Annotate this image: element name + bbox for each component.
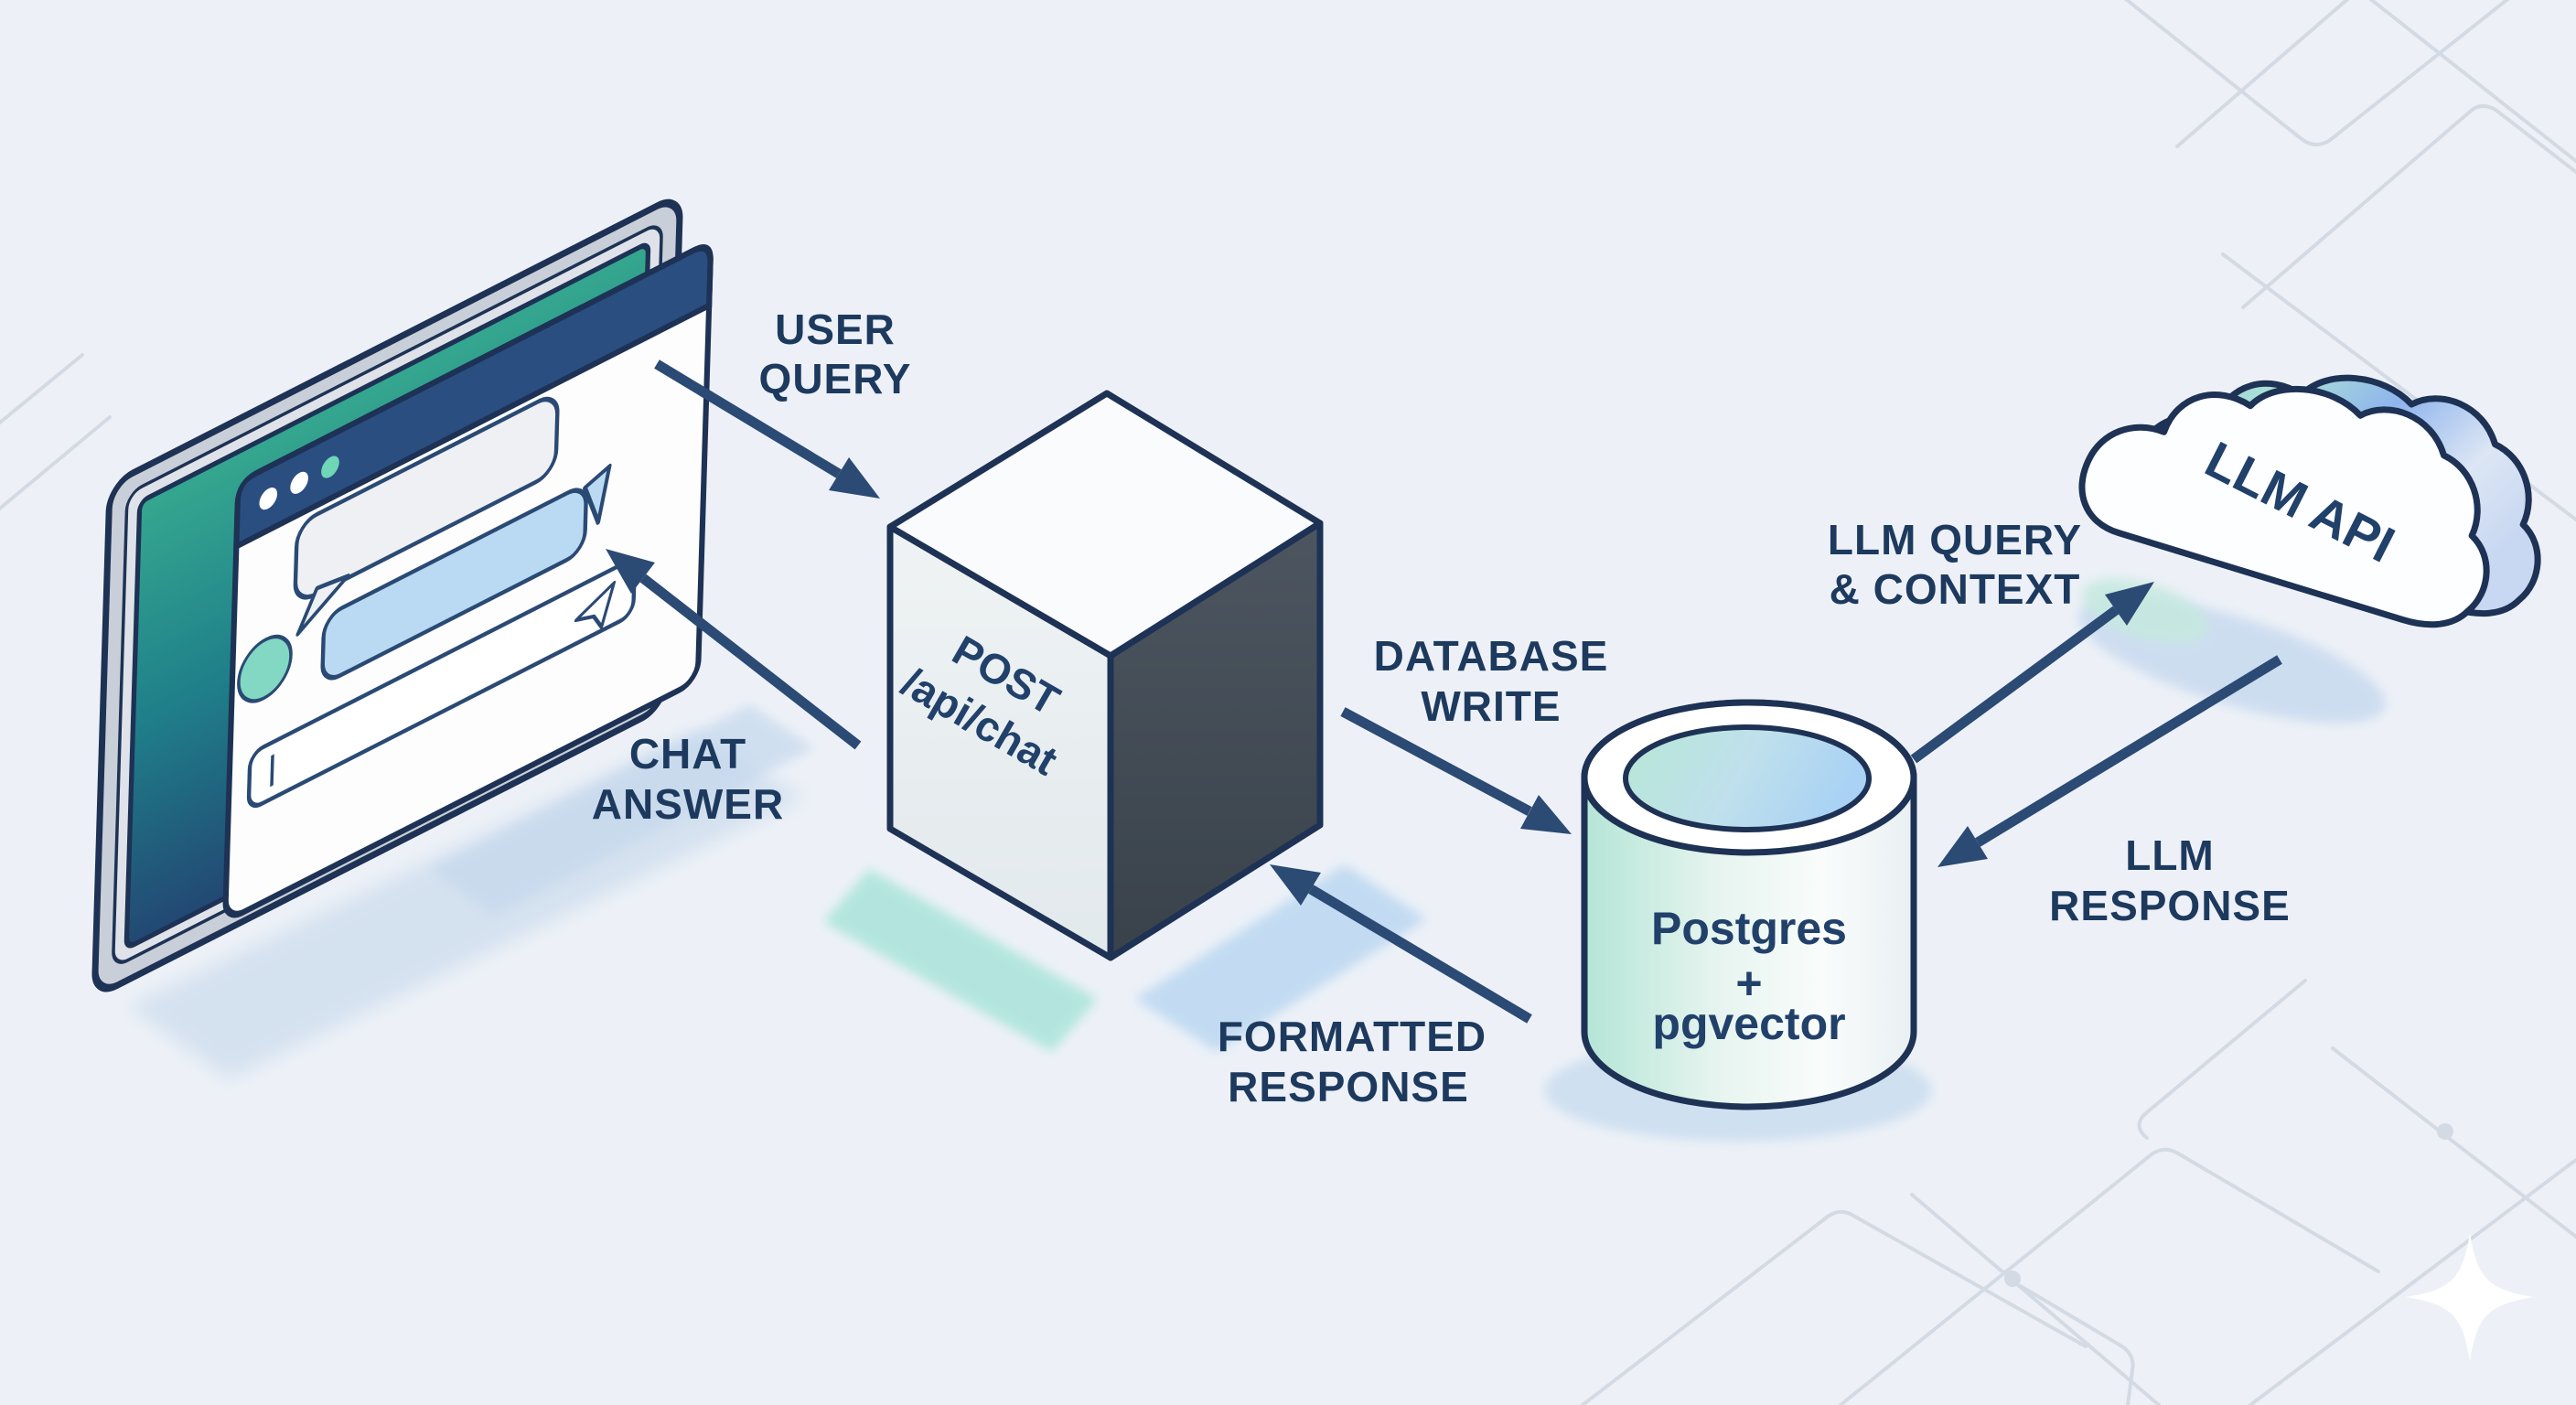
cube-left-face — [886, 523, 1114, 961]
edge-label-formatted-response-1: FORMATTED — [1218, 1013, 1487, 1060]
database-label-line3: pgvector — [1652, 998, 1845, 1049]
window-dot-icon — [259, 488, 278, 510]
browser-window — [222, 244, 714, 918]
database-label-line2: + — [1735, 958, 1762, 1009]
edge-llm-response: LLM RESPONSE — [1937, 655, 2291, 929]
window-dot-icon — [290, 471, 308, 494]
edge-database-write: DATABASE WRITE — [1340, 632, 1609, 834]
edge-label-llm-response-1: LLM — [2125, 831, 2215, 879]
trace-node-dot — [2437, 1123, 2453, 1140]
edge-chat-answer: CHAT ANSWER — [592, 549, 862, 828]
edge-formatted-response: FORMATTED RESPONSE — [1218, 864, 1532, 1110]
browser-titlebar — [233, 244, 714, 552]
edge-label-formatted-response-2: RESPONSE — [1228, 1063, 1469, 1110]
database-top — [1623, 724, 1872, 832]
api-cube-node: POST /api/chat — [886, 390, 1324, 961]
sparkle-icon — [2406, 1233, 2534, 1361]
cloud-front — [2078, 385, 2490, 628]
avatar — [237, 634, 293, 703]
chat-bubble-right — [320, 463, 612, 681]
chat-bubble-left — [293, 396, 560, 637]
edge-llm-query-context: LLM QUERY & CONTEXT — [1828, 516, 2154, 764]
text-caret — [270, 754, 274, 788]
edge-label-llm-query-2: & CONTEXT — [1830, 565, 2081, 613]
edge-label-database-write-1: DATABASE — [1374, 632, 1609, 680]
llm-cloud-node: LLM API — [2078, 374, 2541, 628]
edge-label-chat-answer-1: CHAT — [629, 730, 746, 778]
arrowhead — [1520, 795, 1572, 834]
arrowhead — [2105, 582, 2154, 626]
arrowhead — [1270, 864, 1321, 906]
edge-user-query: USER QUERY — [654, 306, 912, 499]
window-shadow — [430, 704, 814, 915]
window-dot-icon — [321, 456, 339, 478]
database-label-line1: Postgres — [1651, 903, 1847, 954]
database-label: Postgres + pgvector — [1651, 903, 1847, 1049]
edge-label-llm-query-1: LLM QUERY — [1828, 516, 2082, 563]
arrowhead — [829, 457, 880, 499]
edge-label-llm-response-2: RESPONSE — [2049, 882, 2291, 929]
edge-label-database-write-2: WRITE — [1421, 682, 1561, 730]
database-node: Postgres + pgvector — [1544, 699, 1932, 1142]
edge-label-user-query-2: QUERY — [759, 355, 912, 402]
edge-label-user-query-1: USER — [775, 306, 896, 353]
trace-node-dot — [2004, 1271, 2021, 1287]
arrowhead — [606, 549, 655, 594]
browser-node — [91, 198, 714, 992]
traffic-light-dots — [259, 456, 339, 510]
cube-shadow-teal — [823, 869, 1098, 1052]
send-icon — [574, 580, 617, 629]
edge-label-chat-answer-2: ANSWER — [592, 780, 784, 828]
arrowhead — [1937, 826, 1988, 867]
